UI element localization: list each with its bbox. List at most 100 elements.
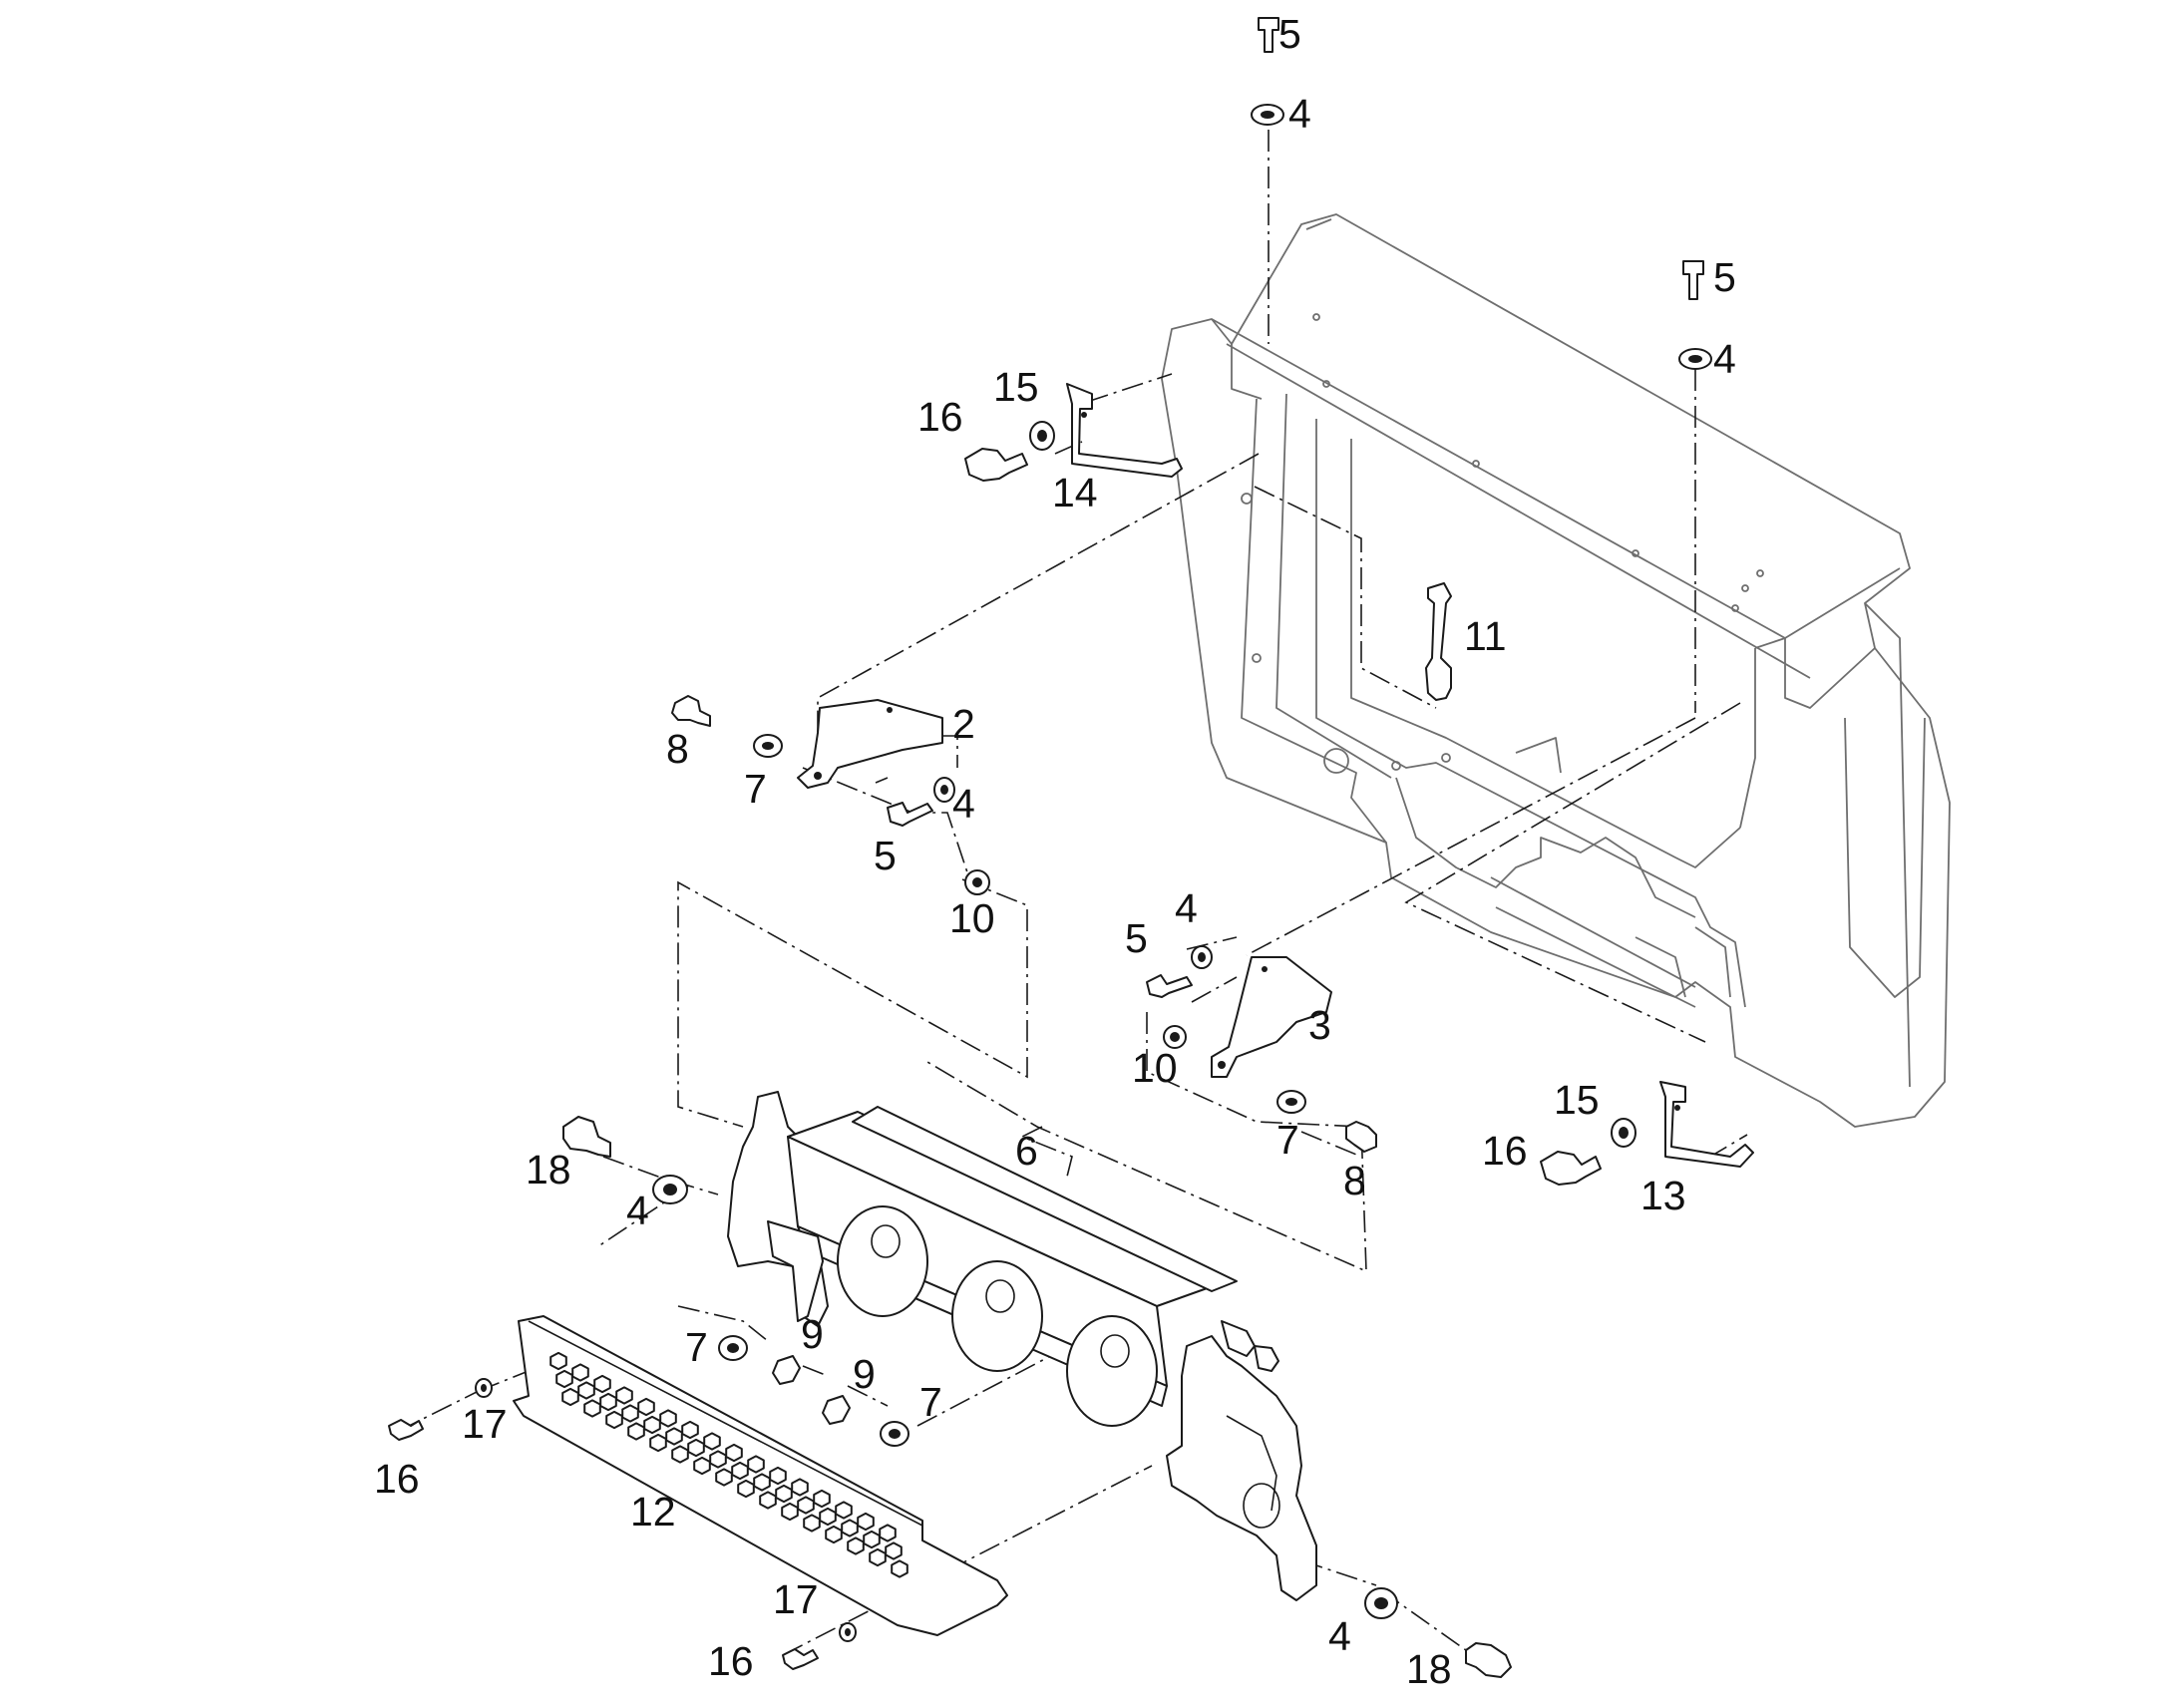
grille-hole	[703, 1432, 721, 1451]
grille-hole	[891, 1559, 908, 1578]
bolt-5-top	[1258, 17, 1279, 53]
bolt-5-bracket2	[887, 802, 933, 827]
grille-hole	[857, 1512, 875, 1532]
bracket-2	[797, 699, 943, 789]
grille-hole	[637, 1397, 655, 1417]
grille-hole	[819, 1507, 837, 1527]
callout-16-left: 16	[374, 1456, 420, 1502]
callout-16-upper: 16	[917, 394, 963, 440]
grille-hole	[549, 1351, 567, 1371]
grille-hole	[885, 1541, 903, 1560]
callout-9-right: 9	[853, 1351, 876, 1397]
washer-7-mid	[1276, 1090, 1306, 1114]
grille-hole	[769, 1466, 787, 1486]
grille-hole	[725, 1443, 743, 1463]
grille-hole	[649, 1433, 667, 1453]
washer-4-left	[652, 1175, 688, 1204]
callout-4-top: 4	[1288, 91, 1311, 137]
callout-7-mid: 7	[1276, 1117, 1299, 1163]
grille-hole	[869, 1547, 887, 1567]
callout-10-upper: 10	[949, 895, 995, 941]
bolt-16-upper	[964, 448, 1028, 482]
bracket-3	[1211, 956, 1332, 1078]
fan-wheel-3	[1066, 1315, 1158, 1427]
nut-9-right	[822, 1395, 851, 1425]
grille-hole	[693, 1456, 711, 1476]
grille-hole	[615, 1386, 633, 1405]
callout-7-lower-right: 7	[919, 1379, 942, 1425]
bolt-18-bottom	[1465, 1642, 1512, 1678]
clip-11	[1425, 582, 1452, 701]
bolt-5-bracket3	[1146, 974, 1193, 998]
callout-16-right: 16	[1482, 1128, 1528, 1174]
bolt-5-right	[1682, 260, 1704, 300]
grille-hole	[803, 1514, 821, 1533]
washer-17-bottom	[839, 1622, 857, 1642]
bracket-14	[1066, 383, 1183, 478]
callout-5-bracket3: 5	[1125, 915, 1148, 961]
washer-10-lower	[1163, 1025, 1187, 1049]
grille-hole	[825, 1525, 843, 1544]
grille-hole	[627, 1422, 645, 1441]
callout-17-bottom: 17	[773, 1576, 819, 1622]
callout-15-upper: 15	[993, 364, 1039, 410]
washer-4-right	[1678, 348, 1712, 370]
washer-15-lower	[1611, 1118, 1636, 1148]
callout-17-left: 17	[462, 1401, 508, 1447]
bracket-13	[1659, 1081, 1754, 1168]
grille-hole	[709, 1450, 727, 1469]
grille-hole	[879, 1524, 897, 1542]
fan-assembly-6	[727, 1091, 1317, 1601]
callout-labels: 5 4 5 4 15 16 14 11 2 8 7 4 5 10 5 4 3 1…	[374, 11, 1736, 1692]
callout-9-left: 9	[801, 1311, 824, 1357]
grille-hole	[841, 1519, 859, 1537]
grille-hole	[753, 1473, 771, 1492]
fan-wheel-2	[951, 1260, 1043, 1372]
grille-hole	[775, 1484, 793, 1504]
grille-hole	[731, 1461, 749, 1481]
washer-4-top	[1251, 104, 1284, 126]
grille-hole	[687, 1438, 705, 1458]
washer-7-lower-left	[718, 1335, 748, 1361]
washer-4-bracket3	[1191, 945, 1213, 969]
grille-hole	[671, 1445, 689, 1464]
callout-4-bottom: 4	[1328, 1613, 1351, 1659]
grille-hole	[747, 1455, 765, 1474]
grille-hole	[835, 1501, 853, 1520]
grille-hole	[583, 1399, 601, 1418]
grille-hole	[599, 1392, 617, 1412]
callout-2: 2	[952, 701, 975, 747]
grille-hole	[605, 1410, 623, 1430]
washer-4-bottom	[1364, 1587, 1398, 1619]
bolt-8-mid	[1345, 1121, 1377, 1153]
grille-holes	[549, 1351, 908, 1578]
fan-wheel-1	[837, 1205, 928, 1317]
grille-hole	[665, 1427, 683, 1446]
callout-13: 13	[1640, 1173, 1686, 1218]
grille-hole	[759, 1491, 777, 1510]
callout-8-upper: 8	[666, 726, 689, 772]
grille-hole	[561, 1387, 579, 1407]
grille-hole	[781, 1502, 799, 1522]
washer-10-upper	[964, 869, 990, 895]
callout-11: 11	[1464, 613, 1507, 659]
grille-hole	[737, 1479, 755, 1499]
callout-6: 6	[1015, 1128, 1038, 1174]
callout-7-lower-left: 7	[685, 1324, 708, 1370]
callout-16-bottom: 16	[708, 1638, 754, 1684]
grille-hole	[791, 1478, 809, 1497]
callout-4-right: 4	[1713, 336, 1736, 382]
hardware	[388, 17, 1754, 1678]
callout-5-bracket2: 5	[874, 833, 897, 878]
grille-hole	[847, 1537, 865, 1555]
callout-4-bracket3: 4	[1175, 885, 1198, 931]
bolt-8-upper	[671, 695, 711, 727]
callout-8-mid: 8	[1343, 1158, 1366, 1203]
callout-15-lower: 15	[1554, 1077, 1600, 1123]
grille-hole	[571, 1363, 589, 1382]
leader-lines	[398, 130, 1748, 1656]
grille-hole	[813, 1489, 831, 1509]
grille-hole	[715, 1468, 733, 1487]
callout-18-bottom: 18	[1406, 1646, 1452, 1692]
grille-hole	[555, 1369, 573, 1389]
